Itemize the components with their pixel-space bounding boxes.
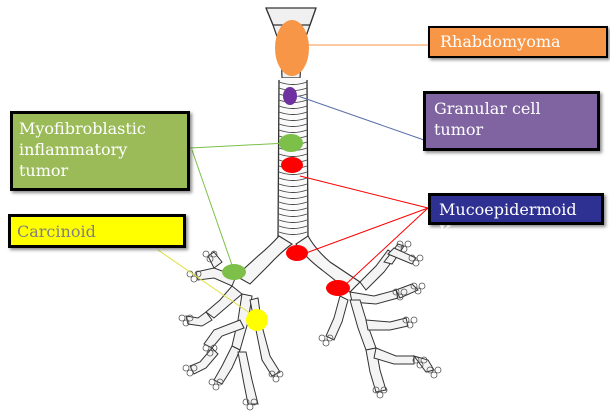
myofibroblastic-tumor-label: Myofibroblastic inflammatory tumor (10, 111, 190, 191)
bronchiole-lobule (191, 276, 197, 282)
bronchiole-lobule (213, 384, 219, 390)
bronchial-branches-right (326, 244, 434, 392)
bronchiole-lobule (413, 260, 419, 266)
carcinoid-text: Carcinoid (17, 222, 96, 241)
bronchiole-lobule (417, 255, 423, 261)
bronchiole-lobule (405, 241, 411, 247)
granular-cell-tumor-text: Granular cell tumor (434, 99, 541, 139)
bronchiole-lobule (377, 392, 383, 398)
rhabdomyoma-text: Rhabdomyoma (440, 32, 561, 51)
rhabdomyoma-marker (275, 20, 309, 76)
bronchiole-lobule (203, 251, 209, 257)
bronchiole-lobule (183, 365, 189, 371)
bronchiole-lobule (323, 340, 329, 346)
bronchiole-lobule (187, 370, 193, 376)
bronchiole-lobule (419, 283, 425, 289)
mucoepidermoid-marker-trachea (281, 157, 303, 173)
bronchiole-lobule (319, 335, 325, 341)
bronchiole-lobule (431, 372, 437, 378)
carcinoid-marker (246, 309, 268, 331)
myofibroblastic-tumor-text: Myofibroblastic inflammatory tumor (19, 119, 146, 180)
carcinoid-label: Carcinoid (8, 214, 186, 248)
myofibroblastic-marker-trachea (279, 134, 303, 152)
bronchiole-lobule (203, 345, 209, 351)
mucoepidermoid-label: Mucoepidermoid K (428, 193, 604, 225)
mucoepidermoid-marker-bronchus (326, 280, 350, 296)
granular-cell-marker (283, 87, 297, 105)
rhabdomyoma-label: Rhabdomyoma (428, 26, 608, 58)
bronchiole-lobule (209, 379, 215, 385)
bronchiole-lobule (411, 317, 417, 323)
bronchiole-lobule (247, 404, 253, 410)
mucoepidermoid-marker-carina (286, 245, 308, 261)
granular-cell-tumor-label: Granular cell tumor (423, 91, 600, 151)
bronchiole-lobule (273, 376, 279, 382)
bronchiole-lobule (435, 367, 441, 373)
bronchiole-lobule (179, 315, 185, 321)
myofibroblastic-marker-bronchus (222, 264, 246, 280)
